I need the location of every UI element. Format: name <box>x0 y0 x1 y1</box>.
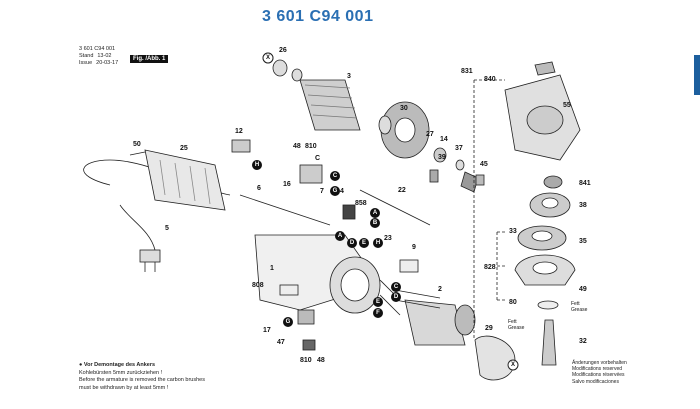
part-label: 2 <box>438 286 442 293</box>
rod-22 <box>359 189 431 226</box>
modifications-note: Änderungen vorbehalten Modifications res… <box>572 360 627 385</box>
plug <box>139 249 161 263</box>
part-label: 4 <box>340 188 344 195</box>
part-label: 37 <box>455 145 463 152</box>
rod-6 <box>239 194 331 226</box>
part-label: 14 <box>440 136 448 143</box>
part-label: 7 <box>320 188 324 195</box>
marker: A <box>338 233 343 239</box>
note-line-2: Kohlebürsten 5mm zurückziehen ! <box>79 369 163 376</box>
part-label: 30 <box>400 105 408 112</box>
part-label: 810 <box>300 357 312 364</box>
part-label: 831 <box>461 68 473 75</box>
part-label: 810 <box>305 143 317 150</box>
marker: C <box>394 284 399 290</box>
assembly-note: ● Vor Demontage des Ankers Kohlebürsten … <box>79 362 205 392</box>
marker-x: X <box>266 55 270 61</box>
part-label: 16 <box>283 181 291 188</box>
spindle <box>541 319 557 366</box>
grease-label-2: Fett <box>571 301 580 307</box>
marker: E <box>376 299 380 305</box>
part-label: 45 <box>480 161 488 168</box>
part-label: 828 <box>484 264 496 271</box>
part-label: 29 <box>485 325 493 332</box>
part-label: 858 <box>355 200 367 207</box>
part-label: 48 <box>293 143 301 150</box>
part-label: 33 <box>509 228 517 235</box>
marker: H <box>255 162 259 168</box>
part-label: 5 <box>165 225 169 232</box>
armature <box>299 79 361 131</box>
meta-code: 3 601 C94 001 <box>79 46 116 52</box>
accent-bar <box>694 55 700 95</box>
part-label: 50 <box>133 141 141 148</box>
part-label: 38 <box>579 202 587 209</box>
mods-line-3: Modifications réservées <box>572 372 625 379</box>
part-label: 12 <box>235 128 243 135</box>
marker: A <box>373 210 378 216</box>
mods-line-4: Salvo modificaciones <box>572 378 619 385</box>
part-label: 80 <box>509 299 517 306</box>
part-label: 6 <box>257 185 261 192</box>
part-label: 47 <box>277 339 285 346</box>
grease-label-1: Fett <box>508 319 517 325</box>
part-label: 23 <box>384 235 392 242</box>
part-label: 49 <box>579 286 587 293</box>
marker: E <box>362 240 366 246</box>
mods-line-2: Modifications reserved <box>572 366 623 373</box>
marker: D <box>350 240 355 246</box>
part-label: 26 <box>279 47 287 54</box>
letter-markers: X H C G A B A D E H C D E F G X <box>252 52 519 371</box>
part-label: 22 <box>398 187 406 194</box>
marker: C <box>333 173 338 179</box>
marker: H <box>376 240 380 246</box>
part-label: 32 <box>579 338 587 345</box>
part-label: 35 <box>579 238 587 245</box>
meta-stand-label: Stand <box>79 53 94 59</box>
part-label: 48 <box>317 357 325 364</box>
guard-29 <box>474 335 516 381</box>
part-label: 840 <box>484 76 496 83</box>
meta-stand-value: 13-02 <box>97 53 112 59</box>
part-label: 9 <box>412 244 416 251</box>
part-label: 1 <box>270 265 274 272</box>
part-label: 55 <box>563 102 571 109</box>
part-label: 841 <box>579 180 591 187</box>
note-line-4: must be withdrawn by at least 5mm ! <box>79 384 169 391</box>
power-cable-lower <box>119 204 156 251</box>
marker: F <box>376 310 380 316</box>
part-label: 25 <box>180 145 188 152</box>
part-label: 808 <box>252 282 264 289</box>
note-line-3: Before the armature is removed the carbo… <box>79 377 205 383</box>
meta-issue-value: 20-03-17 <box>96 60 119 66</box>
meta-issue-label: Issue <box>79 60 93 66</box>
grease-label-1b: Grease <box>508 325 525 331</box>
note-line-1: ● Vor Demontage des Ankers <box>79 362 156 368</box>
part-label: 17 <box>263 327 271 334</box>
part-label: 27 <box>426 131 434 138</box>
page-title: 3 601 C94 001 <box>262 8 374 25</box>
marker: G <box>333 188 338 194</box>
part-label: 39 <box>438 154 446 161</box>
marker: G <box>286 319 291 325</box>
marker-x: X <box>511 362 515 368</box>
handle-housing <box>144 149 226 211</box>
marker: D <box>394 294 399 300</box>
figure-tag: Fig. /Abb. 1 <box>130 55 169 63</box>
grease-label-2b: Grease <box>571 307 588 313</box>
field-stator <box>404 299 466 346</box>
marker: B <box>373 220 378 226</box>
part-label: 3 <box>347 73 351 80</box>
mods-line-1: Änderungen vorbehalten <box>572 360 627 366</box>
part-label: C <box>315 155 320 162</box>
